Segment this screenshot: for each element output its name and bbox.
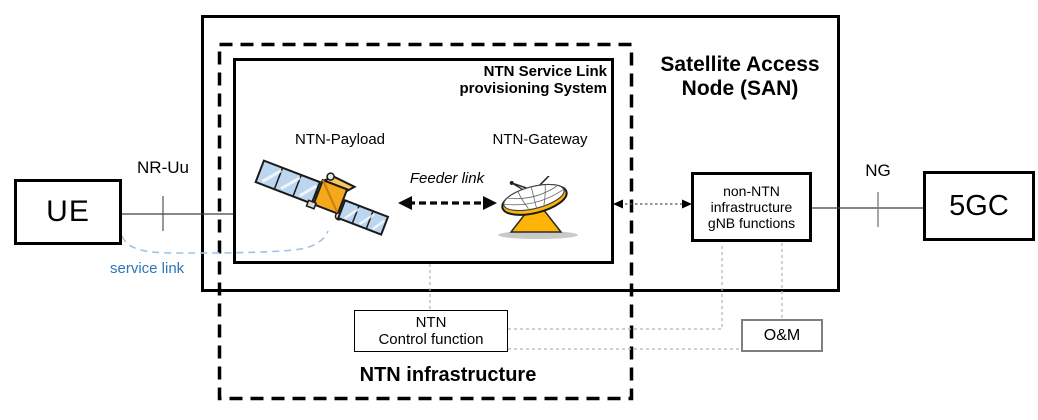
feeder-link-arrowhead-left	[398, 196, 412, 210]
ntn-infrastructure-dashed-border	[217, 42, 634, 401]
satellite-access-node-container	[201, 15, 840, 292]
nr-uu-interface-label: NR-Uu	[137, 158, 189, 177]
ntn-control-function-box: NTN Control function	[354, 310, 508, 352]
ue-label: UE	[46, 195, 90, 228]
ue-box: UE	[14, 179, 122, 245]
provisioning-link-arrowhead-left	[613, 199, 623, 209]
ntn-gateway-label: NTN-Gateway	[492, 131, 588, 148]
feeder-link-label: Feeder link	[409, 170, 485, 187]
provisioning-title-line1: NTN Service Link	[483, 63, 607, 80]
control-to-gnb-dotted	[508, 243, 723, 330]
5gc-box: 5GC	[923, 171, 1035, 241]
oam-box: O&M	[741, 319, 823, 352]
feeder-link-arrowhead-right	[483, 196, 497, 210]
provisioning-title-line2: provisioning System	[459, 80, 607, 97]
ntn-control-line1: NTN	[415, 314, 447, 331]
san-title-line2: Node (SAN)	[681, 77, 799, 100]
satellite-dish-icon	[498, 176, 578, 239]
ntn-infrastructure-label: NTN infrastructure	[359, 364, 537, 386]
non-ntn-line2: infrastructure	[710, 199, 793, 215]
5gc-label: 5GC	[949, 189, 1009, 222]
ntn-control-line2: Control function	[378, 331, 484, 348]
non-ntn-gnb-functions-box: non-NTN infrastructure gNB functions	[691, 172, 812, 242]
service-link-provisioning-system-container	[233, 58, 614, 264]
san-title-line1: Satellite Access	[660, 53, 820, 76]
service-link-label: service link	[110, 260, 185, 277]
oam-label: O&M	[763, 326, 801, 344]
non-ntn-line3: gNB functions	[707, 215, 796, 231]
provisioning-link-arrowhead-right	[682, 199, 692, 209]
ntn-payload-label: NTN-Payload	[294, 131, 386, 148]
provisioning-system-title: NTN Service Link provisioning System	[373, 63, 607, 97]
satellite-icon	[254, 159, 390, 236]
san-title: Satellite Access Node (SAN)	[642, 53, 838, 101]
service-link-curve	[121, 230, 329, 254]
ng-interface-label: NG	[865, 161, 891, 180]
non-ntn-line1: non-NTN	[723, 183, 780, 199]
